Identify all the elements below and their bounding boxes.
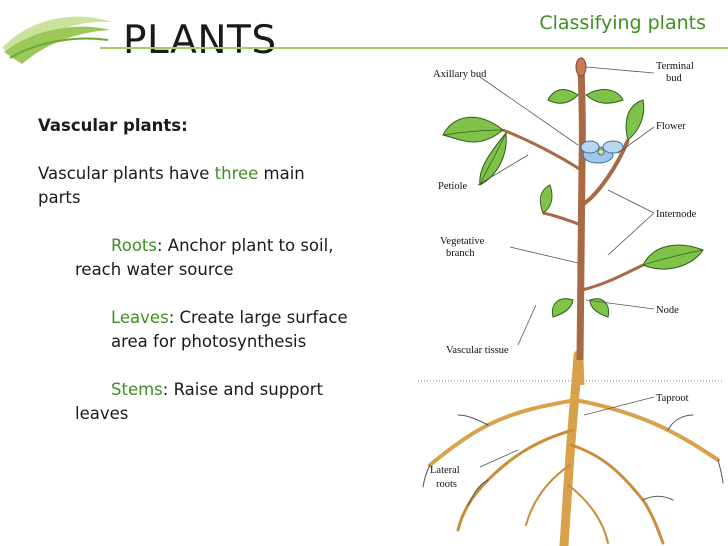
list-item-stems: Stems: Raise and support bbox=[38, 378, 418, 402]
section-heading: Vascular plants: bbox=[38, 116, 188, 135]
leaves-desc-cont: area for photosynthesis bbox=[111, 332, 307, 351]
content-body: Vascular plants: Vascular plants have th… bbox=[38, 114, 418, 426]
intro-text: Vascular plants have bbox=[38, 164, 215, 183]
label-terminal-bud: Terminal bbox=[656, 61, 694, 72]
label-petiole: Petiole bbox=[438, 181, 468, 192]
label-terminal-bud-2: bud bbox=[666, 73, 683, 84]
plant-diagram: Axillary bud Terminal bud Flower Petiole… bbox=[418, 57, 724, 546]
page-subtitle: Classifying plants bbox=[539, 12, 706, 34]
page-title: PLANTS bbox=[123, 18, 277, 63]
roots-desc: : Anchor plant to soil, bbox=[156, 236, 334, 255]
stems-desc: : Raise and support bbox=[162, 380, 323, 399]
leaves-desc: : Create large surface bbox=[168, 308, 348, 327]
leaf-logo-icon bbox=[2, 16, 112, 64]
label-vascular-tissue: Vascular tissue bbox=[446, 345, 509, 356]
list-item-leaves: Leaves: Create large surface bbox=[38, 306, 418, 330]
term-leaves: Leaves bbox=[111, 308, 169, 327]
main-stem bbox=[576, 66, 586, 361]
roots-desc-cont: reach water source bbox=[75, 260, 234, 279]
header-divider bbox=[100, 47, 728, 49]
label-axillary-bud: Axillary bud bbox=[433, 69, 487, 80]
label-node: Node bbox=[656, 305, 679, 316]
highlight-three: three bbox=[214, 164, 259, 183]
stems-desc-cont: leaves bbox=[75, 404, 129, 423]
flower-icon bbox=[580, 140, 624, 164]
label-vegetative-branch-2: branch bbox=[446, 248, 475, 259]
intro-line-2: parts bbox=[38, 188, 81, 207]
terminal-bud-icon bbox=[575, 57, 587, 77]
label-flower: Flower bbox=[656, 121, 686, 132]
label-vegetative-branch: Vegetative bbox=[440, 236, 485, 247]
list-item-roots: Roots: Anchor plant to soil, bbox=[38, 234, 418, 258]
root-system bbox=[422, 350, 724, 546]
label-internode: Internode bbox=[656, 209, 697, 220]
label-taproot: Taproot bbox=[656, 393, 689, 404]
intro-line-1: Vascular plants have three main bbox=[38, 162, 418, 186]
term-roots: Roots bbox=[111, 236, 157, 255]
label-lateral-roots-2: roots bbox=[436, 479, 457, 490]
label-lateral-roots: Lateral bbox=[430, 465, 460, 476]
term-stems: Stems bbox=[111, 380, 163, 399]
intro-text-end: main bbox=[258, 164, 305, 183]
